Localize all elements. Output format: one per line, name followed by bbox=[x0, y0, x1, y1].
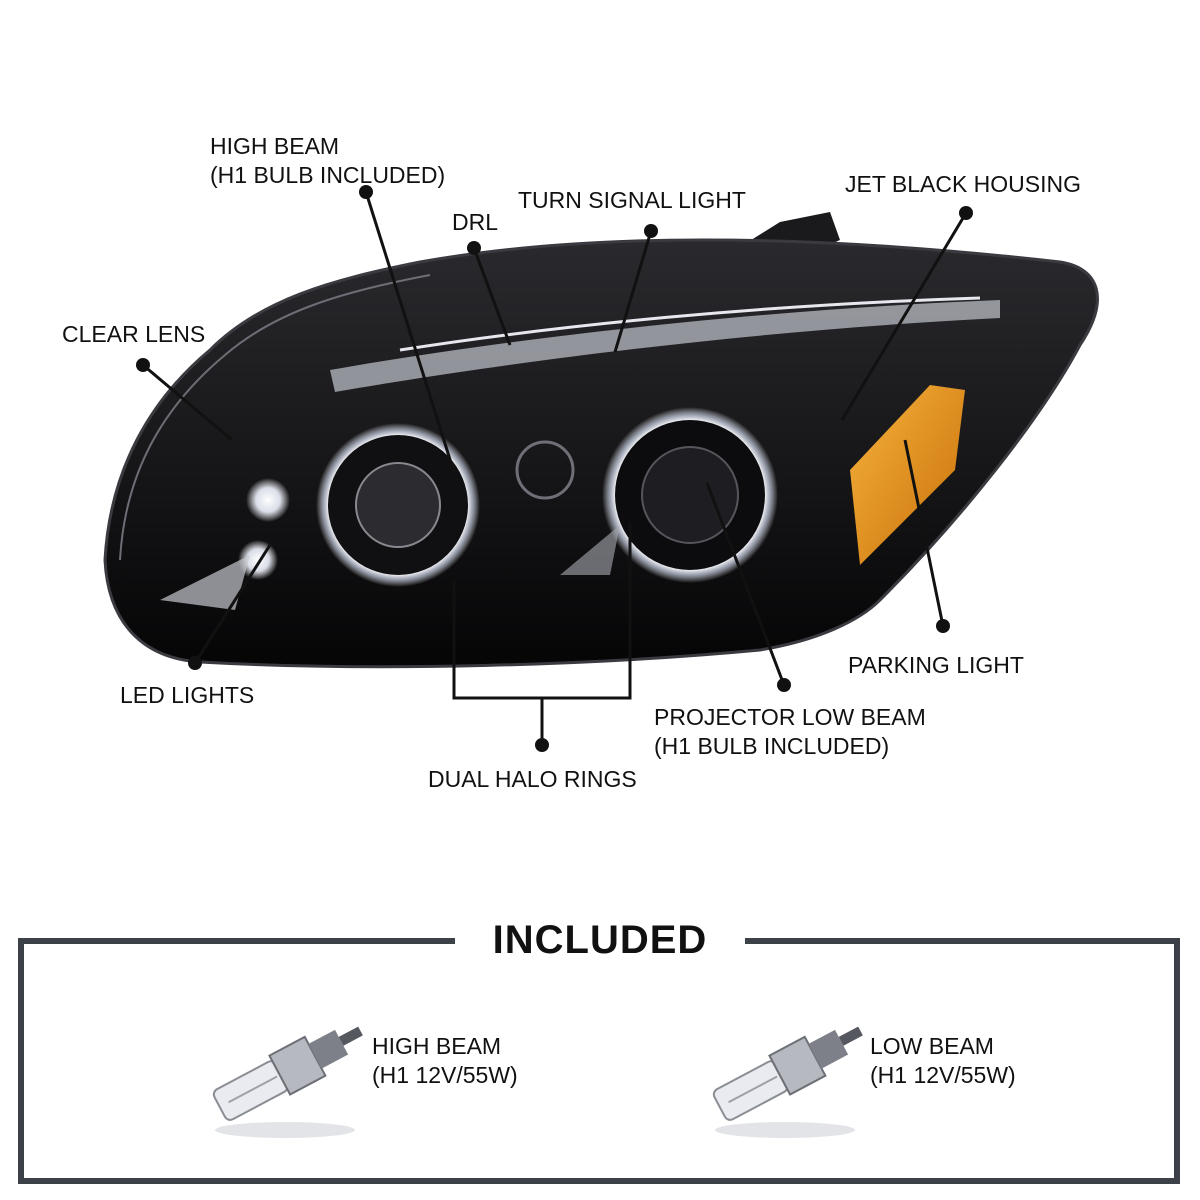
label-housing-text: JET BLACK HOUSING bbox=[845, 171, 1082, 197]
label-high-beam-line1: HIGH BEAM bbox=[210, 133, 340, 159]
included-frame bbox=[18, 938, 1180, 1184]
callout-dot-clear-lens bbox=[136, 358, 150, 372]
label-turn-signal: TURN SIGNAL LIGHT bbox=[518, 186, 746, 215]
bulb-high-line1: HIGH BEAM bbox=[372, 1033, 502, 1059]
callout-dot-parking bbox=[936, 619, 950, 633]
bulb-high-line2: (H1 12V/55W) bbox=[372, 1062, 518, 1088]
turn-signal-strip bbox=[399, 296, 981, 352]
label-drl: DRL bbox=[452, 208, 498, 237]
label-high-beam: HIGH BEAM (H1 BULB INCLUDED) bbox=[210, 132, 445, 190]
label-led-lights: LED LIGHTS bbox=[120, 681, 254, 710]
headlight-diagram bbox=[103, 185, 1099, 752]
bulb-low-line2: (H1 12V/55W) bbox=[870, 1062, 1016, 1088]
led-light-1 bbox=[246, 478, 290, 522]
label-clear-lens-text: CLEAR LENS bbox=[62, 321, 206, 347]
label-jet-black-housing: JET BLACK HOUSING bbox=[845, 170, 1081, 199]
included-frame-top-right bbox=[745, 938, 1180, 944]
label-drl-text: DRL bbox=[452, 209, 499, 235]
label-halo-text: DUAL HALO RINGS bbox=[428, 766, 637, 792]
bulb-label-low-beam: LOW BEAM (H1 12V/55W) bbox=[870, 1032, 1016, 1090]
callout-dot-drl bbox=[467, 241, 481, 255]
label-parking-text: PARKING LIGHT bbox=[848, 652, 1024, 678]
label-projector-line1: PROJECTOR LOW BEAM bbox=[654, 704, 926, 730]
label-projector-low-beam: PROJECTOR LOW BEAM (H1 BULB INCLUDED) bbox=[654, 703, 926, 761]
label-high-beam-line2: (H1 BULB INCLUDED) bbox=[210, 162, 446, 188]
label-turn-signal-text: TURN SIGNAL LIGHT bbox=[518, 187, 746, 213]
label-clear-lens: CLEAR LENS bbox=[62, 320, 205, 349]
bulb-label-high-beam: HIGH BEAM (H1 12V/55W) bbox=[372, 1032, 518, 1090]
callout-dot-led bbox=[188, 656, 202, 670]
parking-light-amber bbox=[850, 385, 965, 565]
callout-dot-projector bbox=[777, 678, 791, 692]
included-frame-top-left bbox=[18, 938, 455, 944]
callout-dot-housing bbox=[959, 206, 973, 220]
callout-dot-halo bbox=[535, 738, 549, 752]
included-title: INCLUDED bbox=[492, 918, 708, 962]
callout-dot-turn-signal bbox=[644, 224, 658, 238]
callout-dot-high-beam bbox=[359, 185, 373, 199]
label-dual-halo-rings: DUAL HALO RINGS bbox=[428, 765, 637, 794]
h1-bulb-image-low bbox=[712, 1026, 863, 1138]
label-led-text: LED LIGHTS bbox=[120, 682, 255, 708]
bulb-low-line1: LOW BEAM bbox=[870, 1033, 994, 1059]
label-parking-light: PARKING LIGHT bbox=[848, 651, 1024, 680]
drl-strip bbox=[330, 300, 1000, 392]
lens-edge bbox=[119, 274, 431, 561]
label-projector-line2: (H1 BULB INCLUDED) bbox=[654, 733, 890, 759]
h1-bulb-image-high bbox=[212, 1026, 363, 1138]
